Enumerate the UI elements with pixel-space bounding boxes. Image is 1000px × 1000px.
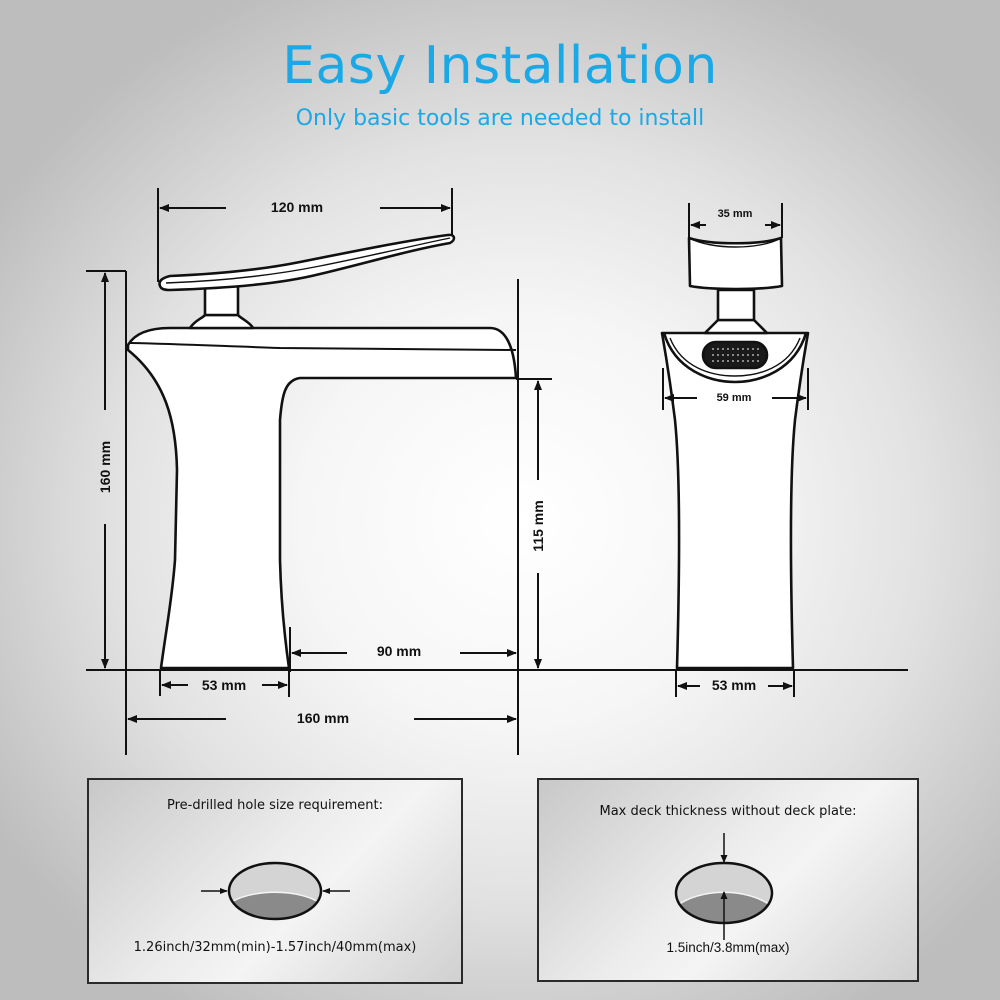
aerator-grid xyxy=(712,348,759,362)
dim-handle-length: 120 mm xyxy=(271,199,323,215)
deck-thickness-title: Max deck thickness without deck plate: xyxy=(599,804,857,819)
hole-size-title: Pre-drilled hole size requirement: xyxy=(166,798,384,813)
dim-spout-height: 115 mm xyxy=(530,500,546,551)
deck-thickness-icon xyxy=(674,833,774,940)
hole-size-info-box: Pre-drilled hole size requirement: 1.26i… xyxy=(87,778,463,984)
faucet-dimension-drawing: 120 mm 160 mm 115 mm 90 mm 53 mm 160 mm xyxy=(86,188,908,755)
side-view-faucet-icon xyxy=(126,233,518,670)
page-title: Easy Installation xyxy=(282,36,718,96)
dim-total-height: 160 mm xyxy=(97,441,113,493)
page-subtitle: Only basic tools are needed to install xyxy=(295,106,705,131)
dim-spout-reach: 90 mm xyxy=(377,643,421,659)
dim-front-spout-width: 59 mm xyxy=(717,392,752,404)
dim-front-base-width: 53 mm xyxy=(712,677,756,693)
dim-front-handle-width: 35 mm xyxy=(718,208,753,220)
deck-thickness-caption: 1.5inch/3.8mm(max) xyxy=(666,940,790,955)
drilled-hole-icon xyxy=(201,861,350,921)
front-view-faucet-icon xyxy=(660,236,810,670)
dim-total-depth: 160 mm xyxy=(297,710,349,726)
dim-side-base-width: 53 mm xyxy=(202,677,246,693)
deck-thickness-info-box: Max deck thickness without deck plate: 1… xyxy=(537,778,919,982)
hole-size-caption: 1.26inch/32mm(min)-1.57inch/40mm(max) xyxy=(133,940,417,955)
